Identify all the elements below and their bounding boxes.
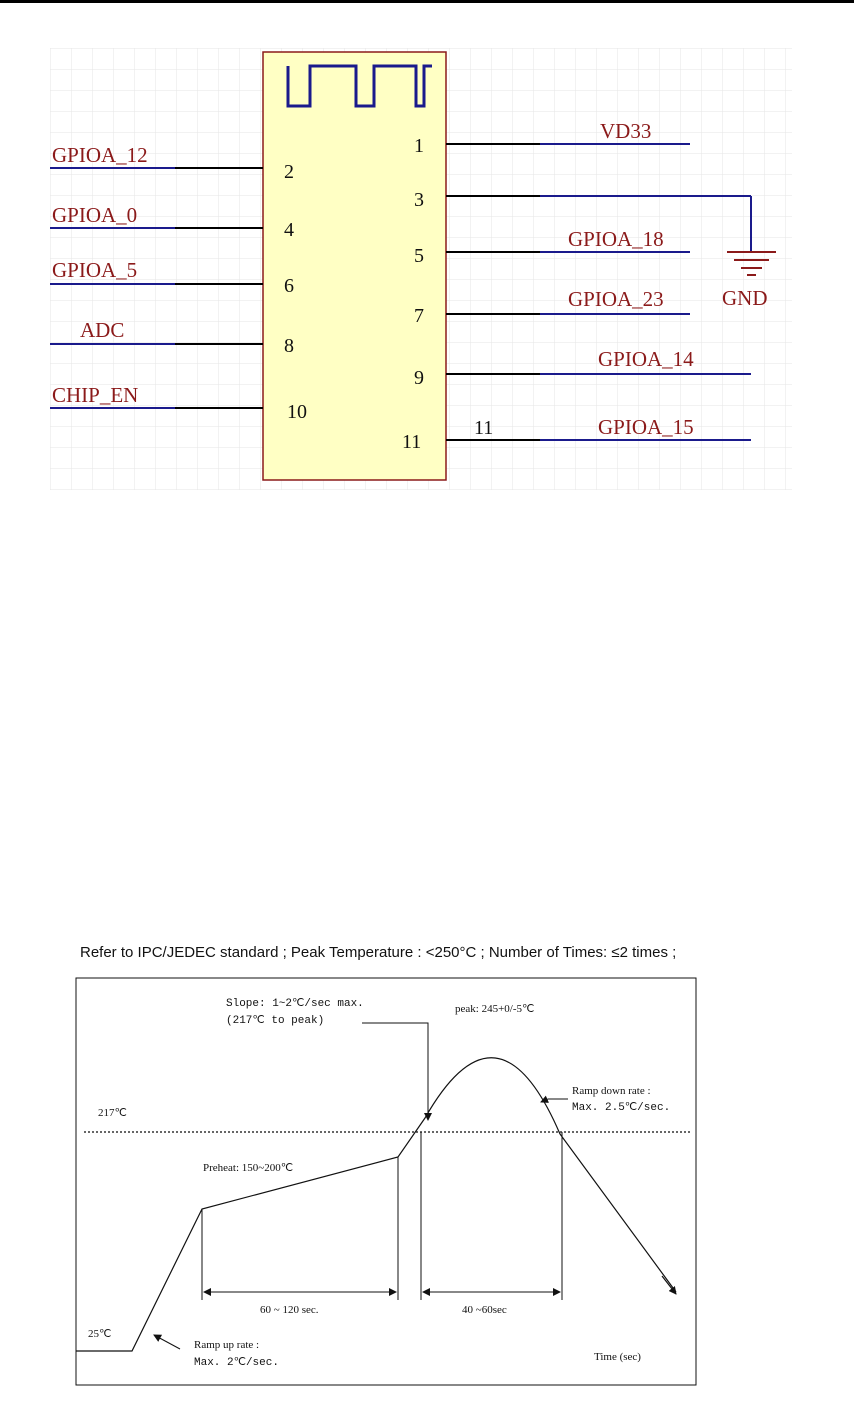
right-pin-11: 11 11 GPIOA_15 xyxy=(402,415,751,453)
net-label-chip-en: CHIP_EN xyxy=(52,383,138,407)
net-label-gpioa-0: GPIOA_0 xyxy=(52,203,137,227)
label-slope-line2: (217℃ to peak) xyxy=(226,1015,324,1027)
slope-pointer-arrow xyxy=(362,1022,432,1121)
label-time-axis: Time (sec) xyxy=(594,1351,641,1363)
pin-number-8: 8 xyxy=(284,335,294,357)
label-ramp-up-line1: Ramp up rate : xyxy=(194,1339,259,1351)
pin-number-11: 11 xyxy=(402,431,421,453)
pin-number-7: 7 xyxy=(414,305,424,327)
pin-number-6: 6 xyxy=(284,275,294,297)
label-25: 25℃ xyxy=(88,1328,111,1340)
right-pin-9: 9 GPIOA_14 xyxy=(414,347,751,389)
ramp-down-pointer-arrow xyxy=(540,1095,568,1103)
net-label-gpioa-15: GPIOA_15 xyxy=(598,415,694,439)
pin-number-5: 5 xyxy=(414,245,424,267)
pin-number-10: 10 xyxy=(287,401,307,423)
module-body xyxy=(262,51,447,481)
net-label-adc: ADC xyxy=(80,318,124,342)
label-ramp-up-line2: Max. 2℃/sec. xyxy=(194,1357,279,1369)
pin-number-9: 9 xyxy=(414,367,424,389)
net-label-gpioa-14: GPIOA_14 xyxy=(598,347,694,371)
net-label-gpioa-12: GPIOA_12 xyxy=(52,143,148,167)
ground-symbol: GND xyxy=(722,251,776,310)
net-label-gpioa-18: GPIOA_18 xyxy=(568,227,664,251)
pin-number-2: 2 xyxy=(284,161,294,183)
module-pinout-schematic: GPIOA_12 2 GPIOA_0 4 GPIOA_5 6 ADC 8 CHI… xyxy=(50,48,792,490)
label-ramp-down-line2: Max. 2.5℃/sec. xyxy=(572,1102,670,1114)
left-pin-10: CHIP_EN 10 xyxy=(50,383,307,423)
label-preheat-interval: 60 ~ 120 sec. xyxy=(260,1304,319,1316)
pin-number-4: 4 xyxy=(284,219,294,241)
pin-11-net-number: 11 xyxy=(474,417,493,439)
pin-number-3: 3 xyxy=(414,189,424,211)
label-ramp-down-line1: Ramp down rate : xyxy=(572,1085,651,1097)
label-preheat: Preheat: 150~200℃ xyxy=(203,1162,293,1174)
left-pin-8: ADC 8 xyxy=(50,318,294,357)
net-label-vd33: VD33 xyxy=(600,119,651,143)
left-pin-2: GPIOA_12 2 xyxy=(50,143,294,183)
pin-number-1: 1 xyxy=(414,135,424,157)
label-peak-interval: 40 ~60sec xyxy=(462,1304,507,1316)
reflow-caption: Refer to IPC/JEDEC standard ; Peak Tempe… xyxy=(80,944,677,961)
antenna-trace xyxy=(286,64,432,108)
label-217: 217℃ xyxy=(98,1107,127,1119)
page-header-rule xyxy=(0,0,854,3)
right-pin-1: 1 VD33 xyxy=(414,119,690,157)
reflow-frame xyxy=(75,977,697,1386)
left-pin-6: GPIOA_5 6 xyxy=(50,258,294,297)
reflow-curve xyxy=(76,1057,677,1352)
label-peak: peak: 245+0/-5℃ xyxy=(455,1003,534,1015)
ramp-up-pointer-arrow xyxy=(153,1334,181,1350)
right-pin-3: 3 xyxy=(414,189,752,252)
left-pin-4: GPIOA_0 4 xyxy=(50,203,294,241)
label-slope-line1: Slope: 1~2℃/sec max. xyxy=(226,998,364,1010)
net-label-gpioa-23: GPIOA_23 xyxy=(568,287,664,311)
net-label-gpioa-5: GPIOA_5 xyxy=(52,258,137,282)
right-pin-5: 5 GPIOA_18 xyxy=(414,227,690,267)
right-pin-7: 7 GPIOA_23 xyxy=(414,287,690,327)
curve-end-arrow xyxy=(661,1275,677,1295)
ground-label: GND xyxy=(722,286,768,310)
